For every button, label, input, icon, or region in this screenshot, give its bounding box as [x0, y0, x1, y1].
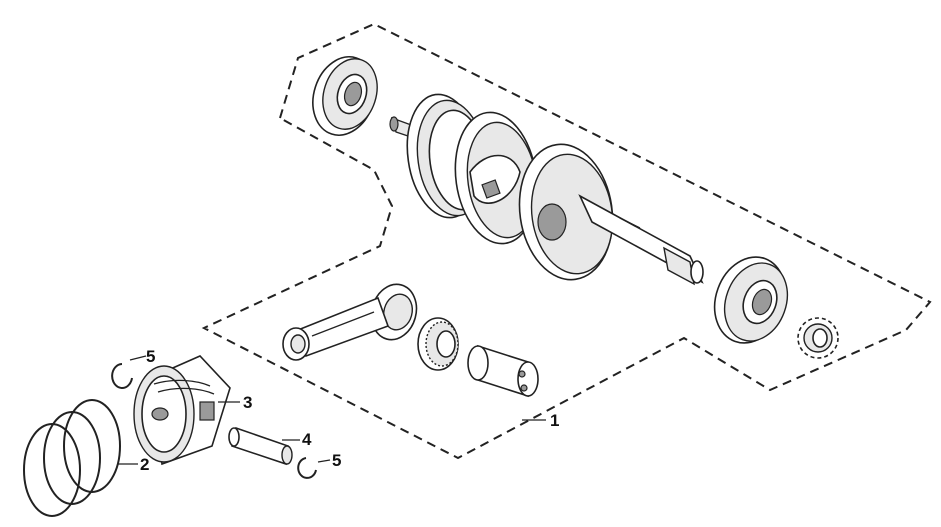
circlip-top: [111, 363, 133, 389]
right-main-bearing: [713, 256, 789, 344]
leader-line-5b: [317, 459, 331, 463]
piston-pin: [228, 426, 293, 466]
callout-1: 1: [550, 411, 559, 430]
assembly-boundary: [201, 22, 932, 460]
circlip-bottom: [297, 457, 317, 479]
connecting-rod: [282, 283, 418, 361]
callout-5-bottom: 5: [332, 451, 341, 470]
timing-sprocket: [797, 317, 839, 359]
callout-5-top: 5: [146, 347, 155, 366]
left-main-bearing: [312, 56, 378, 136]
callout-3: 3: [243, 393, 252, 412]
crankshaft: [389, 93, 704, 286]
piston: [133, 355, 231, 466]
piston-rings: [23, 399, 121, 517]
needle-roller-bearing: [417, 317, 459, 371]
leader-line-5a: [129, 355, 147, 361]
crank-pin: [467, 344, 539, 398]
callout-2: 2: [140, 455, 149, 474]
callout-4: 4: [302, 430, 312, 449]
